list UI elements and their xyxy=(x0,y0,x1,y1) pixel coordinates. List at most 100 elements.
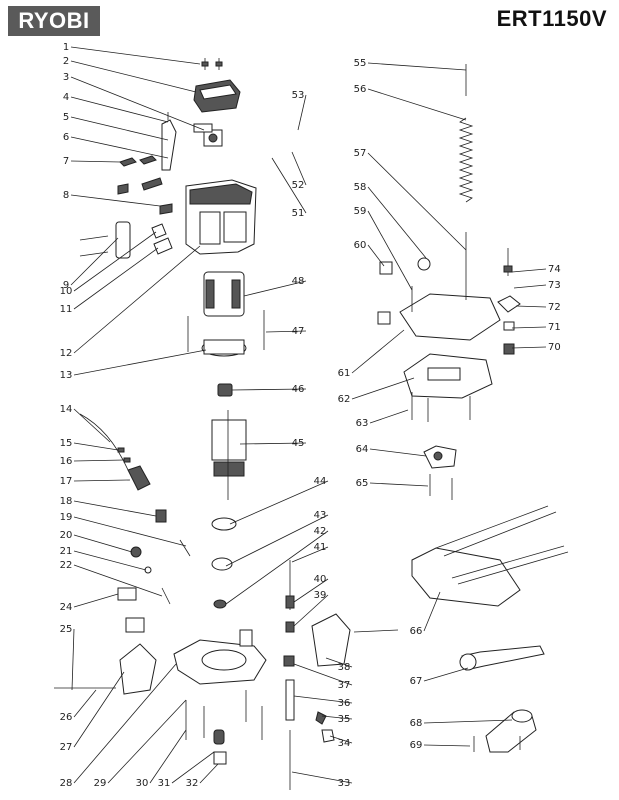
leader-43 xyxy=(225,514,329,567)
leader-51 xyxy=(271,157,307,214)
leader-22 xyxy=(73,564,163,597)
callout-42: 42 xyxy=(314,526,327,537)
callout-43: 43 xyxy=(314,510,327,521)
leader-73 xyxy=(513,284,547,289)
callout-71: 71 xyxy=(548,322,561,333)
leader-53 xyxy=(297,94,307,131)
callout-12: 12 xyxy=(60,348,73,359)
leader-68 xyxy=(423,719,513,724)
leader-1 xyxy=(70,46,201,65)
callout-46: 46 xyxy=(292,384,305,395)
leader-10 xyxy=(73,231,157,292)
leader-9 xyxy=(70,237,119,286)
leader-34 xyxy=(329,735,353,744)
callout-26: 26 xyxy=(60,712,73,723)
callout-63: 63 xyxy=(356,418,369,429)
callout-56: 56 xyxy=(354,84,367,95)
leader-24 xyxy=(73,593,119,608)
callout-34: 34 xyxy=(338,738,351,749)
part-switch-small xyxy=(130,509,191,605)
brand-logo: RYOBI xyxy=(8,6,100,36)
callout-16: 16 xyxy=(60,456,73,467)
callout-1: 1 xyxy=(63,42,69,53)
part-wrench xyxy=(459,645,545,671)
callout-70: 70 xyxy=(548,342,561,353)
callout-9: 9 xyxy=(63,280,69,291)
leader-58 xyxy=(367,186,427,259)
leader-7 xyxy=(70,160,121,163)
leader-27 xyxy=(73,671,125,748)
callout-25: 25 xyxy=(60,624,73,635)
callout-31: 31 xyxy=(158,778,171,789)
part-centering-plate xyxy=(423,445,457,469)
callout-62: 62 xyxy=(338,394,351,405)
callout-67: 67 xyxy=(410,676,423,687)
leader-74 xyxy=(511,268,547,273)
leader-17 xyxy=(73,479,131,482)
leader-71 xyxy=(511,326,547,329)
leader-67 xyxy=(423,667,469,682)
leader-26 xyxy=(73,689,97,718)
part-screws-base xyxy=(185,690,263,765)
leader-56 xyxy=(367,88,467,121)
callout-10: 10 xyxy=(60,286,73,297)
model-title: ERT1150V xyxy=(496,6,607,31)
callout-36: 36 xyxy=(338,698,351,709)
callout-6: 6 xyxy=(63,132,69,143)
callout-7: 7 xyxy=(63,156,69,167)
callout-29: 29 xyxy=(94,778,107,789)
leader-63 xyxy=(369,409,409,424)
callout-40: 40 xyxy=(314,574,327,585)
callout-22: 22 xyxy=(60,560,73,571)
leader-47 xyxy=(265,330,307,333)
callout-39: 39 xyxy=(314,590,327,601)
callout-55: 55 xyxy=(354,58,367,69)
leader-35 xyxy=(321,715,353,720)
leader-33 xyxy=(291,771,353,784)
callout-48: 48 xyxy=(292,276,305,287)
leader-28 xyxy=(73,663,177,784)
leader-38 xyxy=(325,657,353,668)
part-handle-parts xyxy=(79,221,173,259)
callout-labels: 1234567891011121314151617181920212224252… xyxy=(60,42,561,789)
leader-52 xyxy=(291,151,307,186)
callout-65: 65 xyxy=(356,478,369,489)
part-field-coil xyxy=(203,271,245,317)
leader-64 xyxy=(369,448,427,457)
leader-65 xyxy=(369,482,429,487)
leader-30 xyxy=(149,729,187,784)
part-bearings xyxy=(211,517,237,609)
leader-60 xyxy=(367,244,385,267)
leader-8 xyxy=(70,194,161,207)
callout-45: 45 xyxy=(292,438,305,449)
leader-15 xyxy=(73,442,119,451)
callout-32: 32 xyxy=(186,778,199,789)
callout-59: 59 xyxy=(354,206,367,217)
part-right-screws xyxy=(411,248,521,500)
leader-59 xyxy=(367,210,413,291)
callout-14: 14 xyxy=(60,404,73,415)
callout-17: 17 xyxy=(60,476,73,487)
part-bearing-small xyxy=(217,383,233,397)
callout-72: 72 xyxy=(548,302,561,313)
leader-13 xyxy=(73,349,207,376)
leader-48 xyxy=(243,280,307,297)
leader-42 xyxy=(225,530,329,605)
part-plunge-column xyxy=(458,64,474,203)
callout-66: 66 xyxy=(410,626,423,637)
callout-53: 53 xyxy=(292,90,305,101)
leader-45 xyxy=(239,442,307,445)
part-screws-top xyxy=(201,58,223,70)
part-knob xyxy=(193,123,223,147)
callout-68: 68 xyxy=(410,718,423,729)
leader-40 xyxy=(293,578,329,603)
leader-61 xyxy=(351,329,405,374)
callout-3: 3 xyxy=(63,72,69,83)
part-top-cover xyxy=(193,79,241,113)
callout-8: 8 xyxy=(63,190,69,201)
part-right-handle xyxy=(311,613,399,667)
leader-31 xyxy=(171,751,215,784)
leader-25 xyxy=(71,628,75,691)
